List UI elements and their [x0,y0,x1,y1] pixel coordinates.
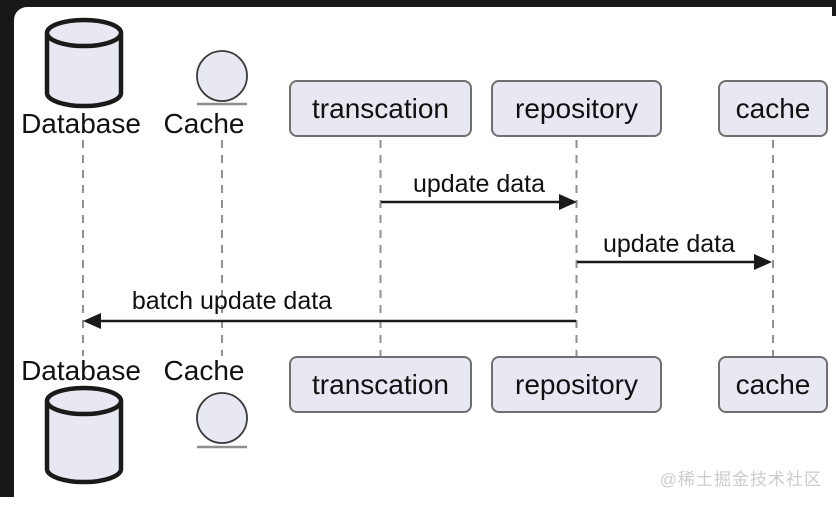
cache-circle-bottom-icon [196,392,248,449]
message-label-1: update data [412,170,546,198]
participant-box-cache-top: cache [718,80,828,137]
participant-box-cache-bottom: cache [718,356,828,413]
cache-circle-top-icon [196,50,248,106]
message-arrow-1 [381,194,577,210]
actor-label-cache-store-top: Cache [163,108,245,139]
frame-edge-top [0,0,836,7]
database-cylinder-bottom-icon [44,385,124,485]
participant-box-transcation-bottom: transcation [289,356,472,413]
database-cylinder-top-icon [44,17,124,109]
arrowhead-right-icon [754,254,772,270]
frame-edge-right [832,0,836,16]
arrowhead-left-icon [83,313,101,329]
actor-label-database-top: Database [21,108,141,139]
frame-edge-left [0,0,14,497]
actor-label-cache-store-bottom: Cache [163,355,245,386]
message-arrow-2 [577,254,772,270]
watermark-text: @稀土掘金技术社区 [659,470,822,489]
arrowhead-right-icon [559,194,577,210]
message-label-2: update data [602,230,736,258]
message-arrow-3 [83,313,576,329]
participant-box-transcation-top: transcation [289,80,472,137]
actor-label-database-bottom: Database [21,355,141,386]
participant-box-repository-top: repository [491,80,662,137]
participant-box-repository-bottom: repository [491,356,662,413]
message-label-3: batch update data [131,287,333,315]
frame-corner-rounding [14,7,28,21]
